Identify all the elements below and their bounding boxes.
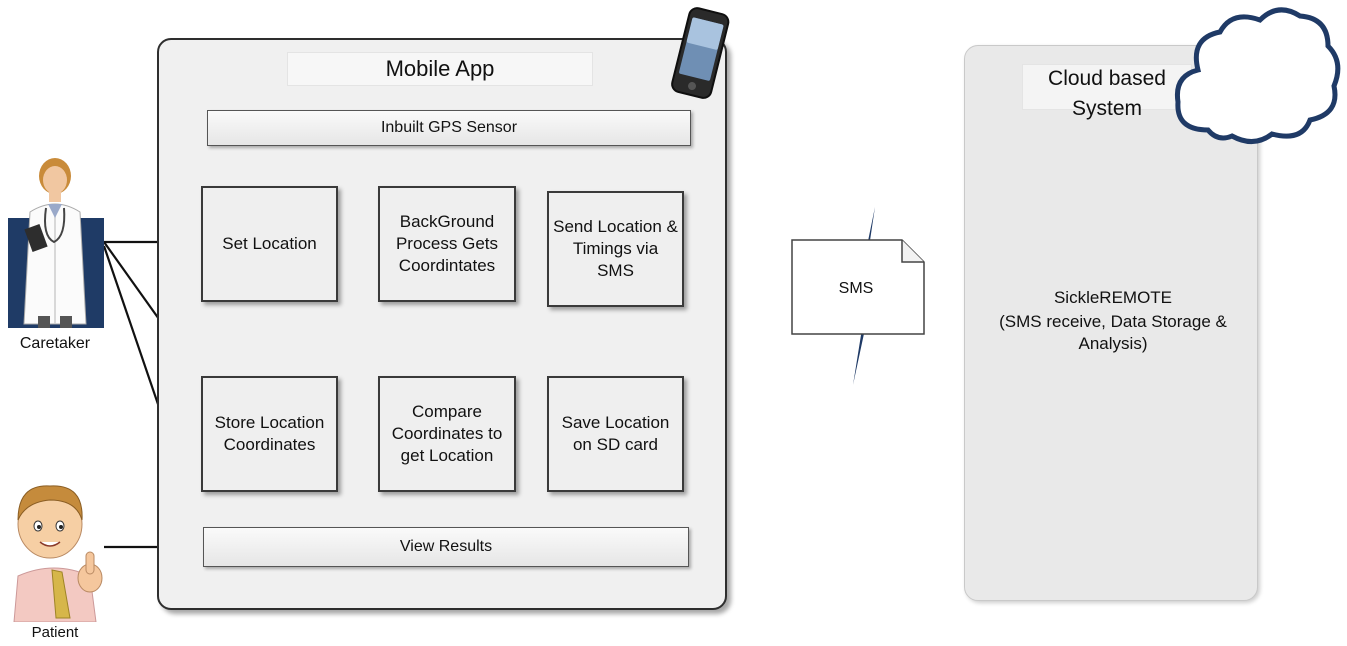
sms-document-icon	[791, 239, 925, 335]
patient-label: Patient	[31, 624, 79, 641]
caretaker-label: Caretaker	[19, 335, 91, 352]
sms-label: SMS	[838, 280, 874, 297]
cloud-system-title: Cloud based System	[1048, 67, 1166, 120]
sickleremote-description: (SMS receive, Data Storage & Analysis)	[999, 312, 1227, 353]
mobile-app-title: Mobile App	[385, 56, 495, 81]
send-location-box: Send Location & Timings via SMS	[547, 191, 684, 307]
gps-sensor-bar: Inbuilt GPS Sensor	[207, 110, 691, 146]
patient-icon	[13, 485, 103, 622]
mobile-app-title-strip	[287, 52, 593, 86]
save-location-box: Save Location on SD card	[547, 376, 684, 492]
background-process-box: BackGround Process Gets Coordintates	[378, 186, 516, 302]
compare-coordinates-box: Compare Coordinates to get Location	[378, 376, 516, 492]
cloud-system-panel	[964, 45, 1258, 601]
sickleremote-name: SickleREMOTE	[1053, 288, 1173, 307]
view-results-bar: View Results	[203, 527, 689, 567]
mobile-phone-icon	[671, 7, 730, 99]
set-location-box: Set Location	[201, 186, 338, 302]
cloud-icon	[1174, 7, 1341, 144]
caretaker-doctor-icon	[8, 158, 104, 328]
store-location-box: Store Location Coordinates	[201, 376, 338, 492]
